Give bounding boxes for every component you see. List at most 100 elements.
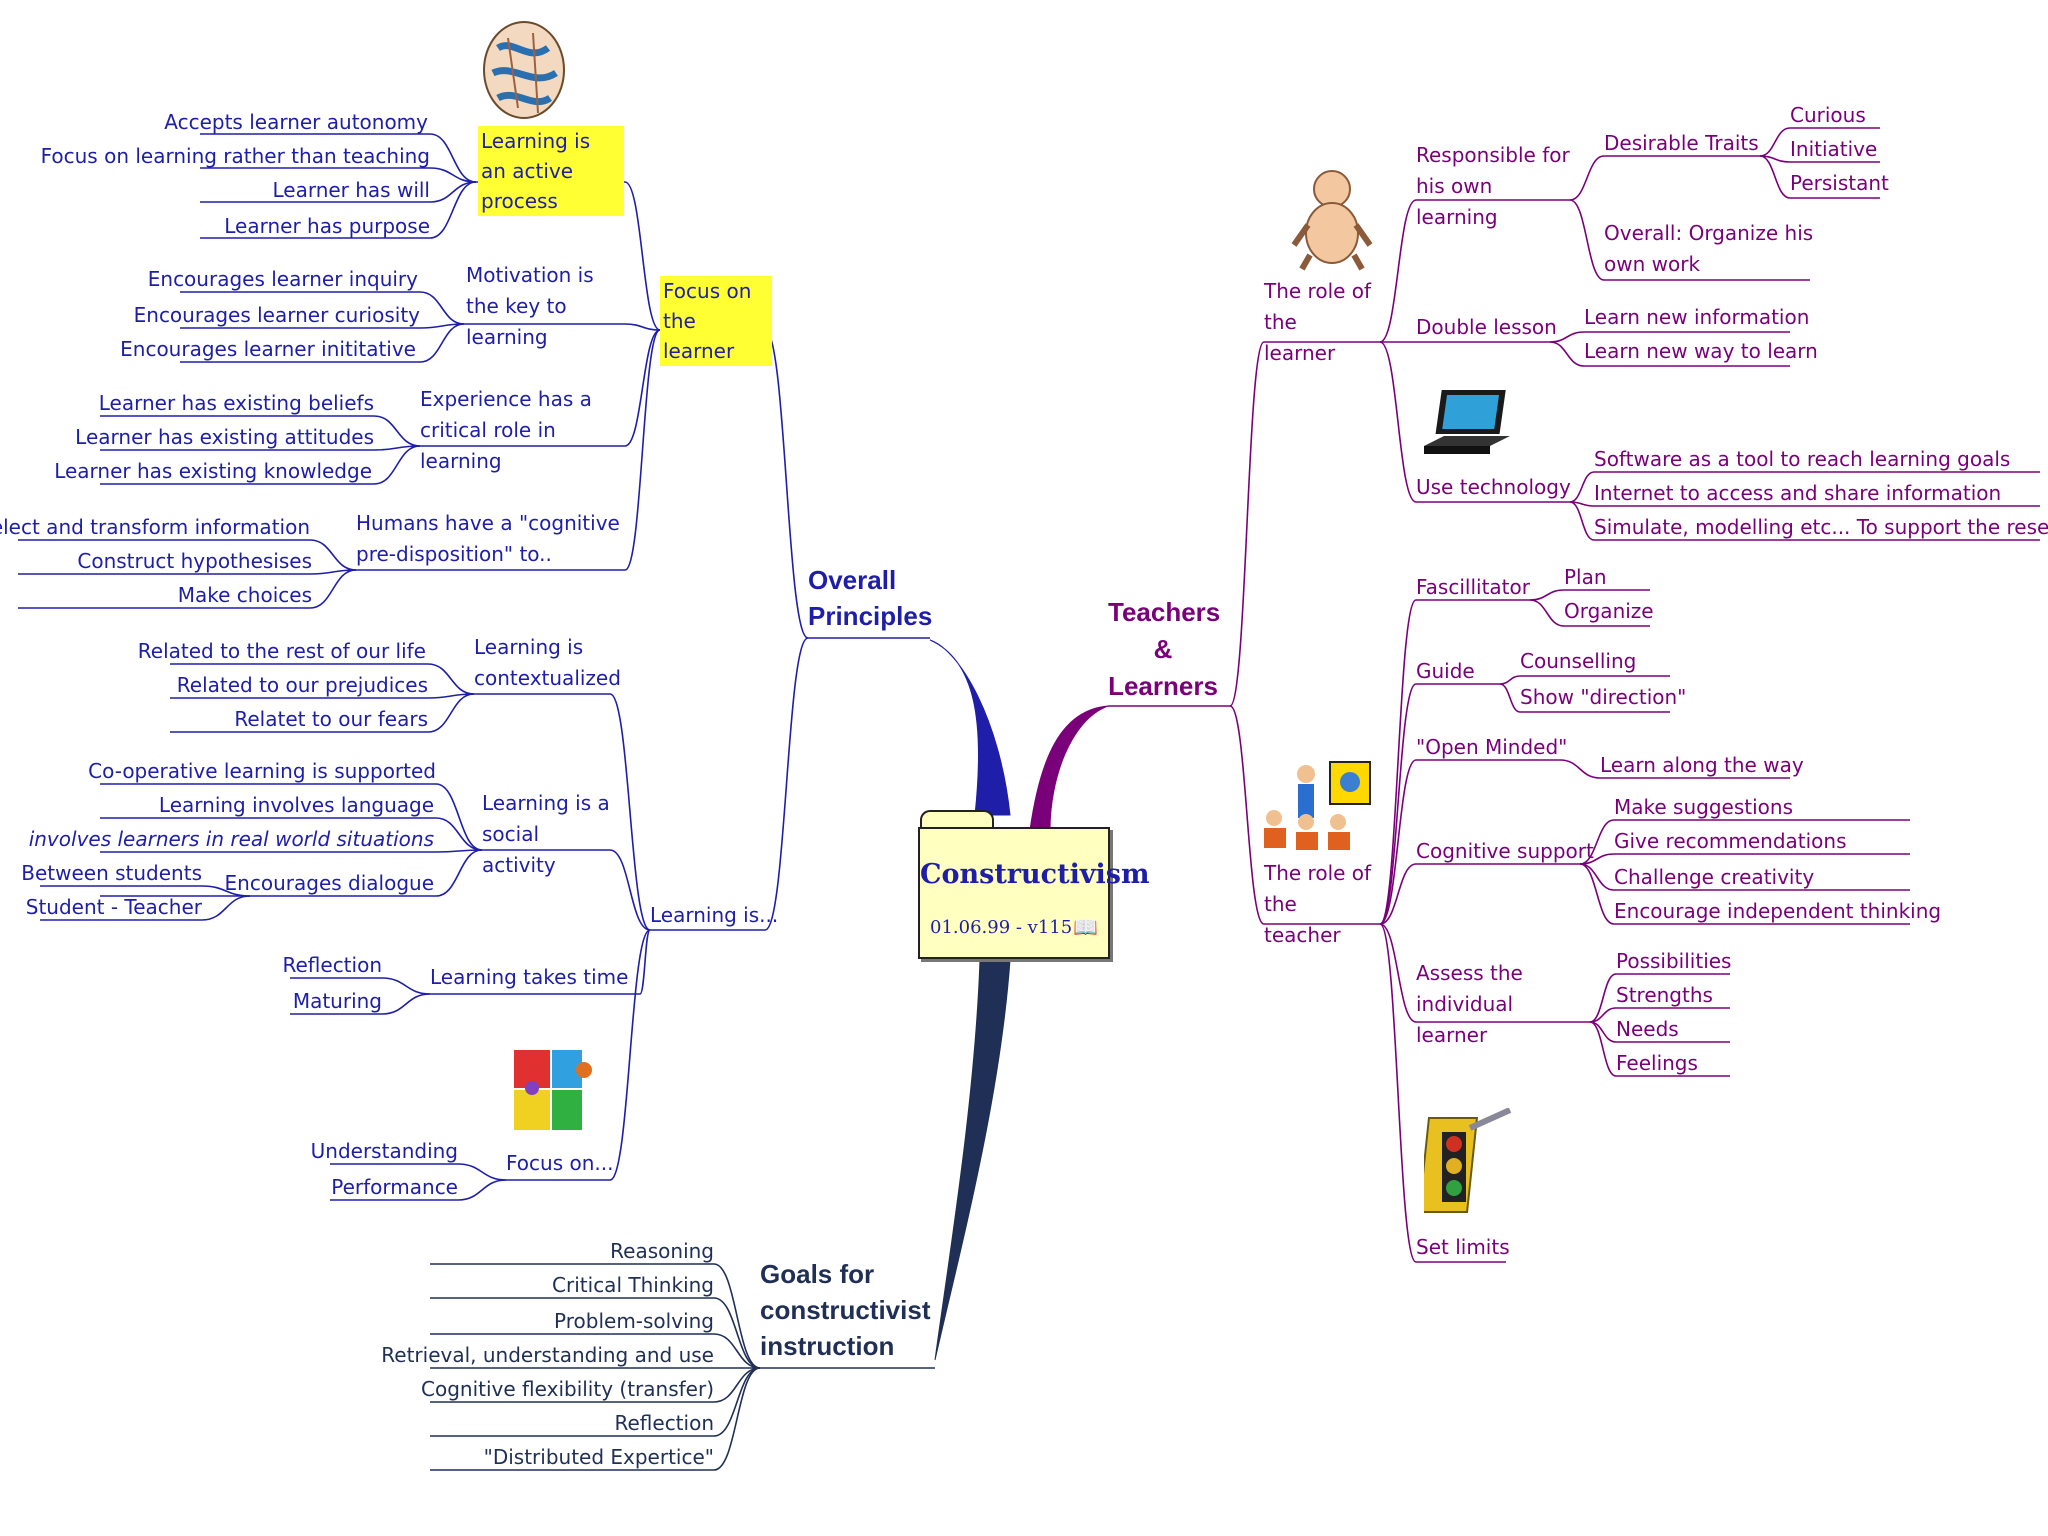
topic-learning-active-process[interactable]: Learning is an active process — [478, 126, 624, 216]
leaf-accepts-learner-autonomy[interactable]: Accepts learner autonomy — [164, 110, 428, 134]
leaf-encourage-independent[interactable]: Encourage independent thinking — [1614, 899, 1942, 923]
leaf-internet-access[interactable]: Internet to access and share information — [1594, 481, 2002, 505]
leaf-make-suggestions[interactable]: Make suggestions — [1614, 795, 1793, 819]
link-fascillitator — [1379, 599, 1530, 925]
leaf-learner-has-will[interactable]: Learner has will — [272, 178, 430, 202]
leaf-between-students[interactable]: Between students — [21, 861, 202, 885]
topic-learning-takes-time[interactable]: Learning takes time — [430, 965, 629, 989]
link-motivation-leaf — [180, 323, 465, 363]
topic-cognitive-support[interactable]: Cognitive support — [1416, 839, 1594, 863]
goal-reasoning[interactable]: Reasoning — [610, 1239, 714, 1263]
link-guide-leaf — [1499, 675, 1670, 685]
leaf-related-prejudices[interactable]: Related to our prejudices — [176, 673, 428, 697]
topic-experience[interactable]: Experience has a critical role in learni… — [420, 387, 592, 473]
leaf-counselling[interactable]: Counselling — [1520, 649, 1637, 673]
topic-role-of-learner[interactable]: The role of the learner — [1264, 279, 1372, 365]
topic-open-minded[interactable]: "Open Minded" — [1416, 735, 1568, 759]
leaf-encourages-learner-inquiry[interactable]: Encourages learner inquiry — [147, 267, 418, 291]
leaf-overall-organize[interactable]: Overall: Organize his own work — [1604, 221, 1814, 276]
topic-learning-social[interactable]: Learning is a social activity — [482, 791, 610, 877]
leaf-performance[interactable]: Performance — [331, 1175, 458, 1199]
leaf-needs[interactable]: Needs — [1616, 1017, 1679, 1041]
topic-learning-is[interactable]: Learning is... — [650, 903, 779, 927]
goal-retrieval[interactable]: Retrieval, understanding and use — [381, 1343, 714, 1367]
leaf-initiative[interactable]: Initiative — [1790, 137, 1878, 161]
topic-learning-contextualized[interactable]: Learning is contextualized — [474, 635, 621, 690]
leaf-persistant[interactable]: Persistant — [1790, 171, 1889, 195]
central-topic-date: 01.06.99 - v115 — [930, 917, 1073, 938]
leaf-involves-language[interactable]: Learning involves language — [158, 793, 434, 817]
leaf-organize[interactable]: Organize — [1564, 599, 1654, 623]
leaf-software-tool[interactable]: Software as a tool to reach learning goa… — [1594, 447, 2011, 471]
leaf-encourages-learner-inititative[interactable]: Encourages learner inititative — [120, 337, 416, 361]
leaf-learn-along-the-way[interactable]: Learn along the way — [1600, 753, 1804, 777]
topic-motivation[interactable]: Motivation is the key to learning — [466, 263, 594, 349]
branch-teachers-learners[interactable]: Teachers & Learners — [1108, 597, 1221, 701]
central-topic[interactable]: Constructivism 01.06.99 - v115 📖 — [918, 827, 1150, 959]
link-trait-leaf — [1759, 155, 1880, 163]
leaf-plan[interactable]: Plan — [1564, 565, 1607, 589]
link-cog-leaf — [1579, 863, 1910, 925]
leaf-learner-has-purpose[interactable]: Learner has purpose — [224, 214, 430, 238]
topic-focus-on[interactable]: Focus on... — [506, 1151, 614, 1175]
leaf-existing-attitudes[interactable]: Learner has existing attitudes — [75, 425, 374, 449]
goal-cognitive-flexibility[interactable]: Cognitive flexibility (transfer) — [421, 1377, 714, 1401]
link-focus-on — [506, 929, 651, 1181]
topic-guide[interactable]: Guide — [1416, 659, 1475, 683]
leaf-existing-beliefs[interactable]: Learner has existing beliefs — [98, 391, 374, 415]
link-humans-leaf — [18, 539, 357, 571]
branch-goals[interactable]: Goals for constructivist instruction — [760, 1259, 931, 1361]
leaf-learn-new-information[interactable]: Learn new information — [1584, 305, 1810, 329]
topic-use-technology[interactable]: Use technology — [1416, 475, 1571, 499]
leaf-maturing[interactable]: Maturing — [292, 989, 382, 1013]
topic-desirable-traits[interactable]: Desirable Traits — [1604, 131, 1759, 155]
leaf-student-teacher[interactable]: Student - Teacher — [25, 895, 202, 919]
leaf-simulate-modelling[interactable]: Simulate, modelling etc... To support th… — [1594, 515, 2048, 539]
branch-overall-principles[interactable]: Overall Principles — [808, 562, 943, 634]
leaf-related-rest-of-life[interactable]: Related to the rest of our life — [137, 639, 426, 663]
leaf-existing-knowledge[interactable]: Learner has existing knowledge — [54, 459, 372, 483]
leaf-reflection-time[interactable]: Reflection — [282, 953, 382, 977]
leaf-encourages-learner-curiosity[interactable]: Encourages learner curiosity — [133, 303, 420, 327]
leaf-relatet-fears[interactable]: Relatet to our fears — [234, 707, 428, 731]
link-use-technology — [1379, 341, 1570, 503]
topic-fascillitator[interactable]: Fascillitator — [1416, 575, 1530, 599]
leaf-construct-hypothesises[interactable]: Construct hypothesises — [77, 549, 312, 573]
leaf-select-transform[interactable]: Select and transform information — [0, 515, 310, 539]
leaf-challenge-creativity[interactable]: Challenge creativity — [1614, 865, 1815, 889]
leaf-focus-on-learning[interactable]: Focus on learning rather than teaching — [40, 144, 430, 168]
topic-responsible[interactable]: Responsible for his own learning — [1416, 143, 1570, 229]
topic-assess-learner[interactable]: Assess the individual learner — [1416, 961, 1523, 1047]
leaf-learn-new-way[interactable]: Learn new way to learn — [1584, 339, 1818, 363]
leaf-feelings[interactable]: Feelings — [1616, 1051, 1698, 1075]
goal-problem-solving[interactable]: Problem-solving — [554, 1309, 714, 1333]
goal-critical-thinking[interactable]: Critical Thinking — [552, 1273, 714, 1297]
link-social-leaf — [100, 817, 483, 851]
goal-reflection[interactable]: Reflection — [614, 1411, 714, 1435]
leaf-possibilities[interactable]: Possibilities — [1616, 949, 1732, 973]
link-takes-time — [430, 929, 651, 995]
link-time-leaf — [290, 977, 431, 995]
link-cog-leaf — [1579, 819, 1910, 865]
leaf-give-recommendations[interactable]: Give recommendations — [1614, 829, 1847, 853]
goal-distributed-expertice[interactable]: "Distributed Expertice" — [483, 1445, 714, 1469]
topic-encourages-dialogue[interactable]: Encourages dialogue — [224, 871, 434, 895]
topic-humans-predisposition[interactable]: Humans have a "cognitive pre-disposition… — [356, 511, 620, 566]
link-experience-leaf — [100, 445, 421, 451]
link-active-leaf — [200, 167, 477, 183]
topic-role-of-teacher[interactable]: The role of the teacher — [1264, 861, 1372, 947]
leaf-strengths[interactable]: Strengths — [1616, 983, 1713, 1007]
topic-double-lesson[interactable]: Double lesson — [1416, 315, 1557, 339]
topic-focus-on-the-learner[interactable]: Focus on the learner — [660, 276, 772, 366]
leaf-real-world-situations[interactable]: involves learners in real world situatio… — [28, 827, 434, 851]
link-set-limits — [1379, 923, 1506, 1263]
topic-set-limits[interactable]: Set limits — [1416, 1235, 1510, 1259]
leaf-show-direction[interactable]: Show "direction" — [1520, 685, 1687, 709]
leaf-cooperative-learning[interactable]: Co-operative learning is supported — [88, 759, 436, 783]
brain-icon — [483, 21, 565, 119]
leaf-make-choices[interactable]: Make choices — [177, 583, 312, 607]
leaf-curious[interactable]: Curious — [1790, 103, 1866, 127]
link-contextualized — [474, 693, 651, 931]
leaf-understanding[interactable]: Understanding — [310, 1139, 458, 1163]
